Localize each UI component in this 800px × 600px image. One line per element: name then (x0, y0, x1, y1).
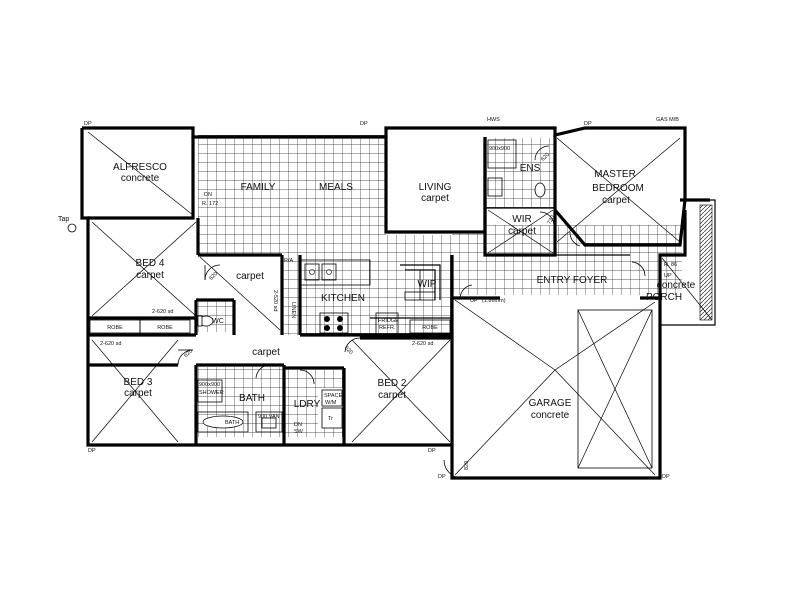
fridge-space (375, 312, 399, 336)
carpeted-room-fills (92, 137, 660, 478)
garage-fill (452, 298, 660, 478)
hall-upper-finish: carpet (236, 271, 264, 282)
step-label: (1.86mm) (482, 298, 506, 304)
bed2-label: BED 2 (378, 378, 407, 389)
kitchen-label: KITCHEN (321, 293, 365, 304)
robe-shelves (89, 319, 451, 334)
dp-label-5: DP (438, 474, 446, 480)
cooktop (319, 312, 349, 334)
door-620-ens: 620 (540, 152, 551, 163)
vanity-label: 900 VAN (258, 414, 280, 420)
door-620-bed2: 620 (343, 345, 354, 356)
door-720-wir: 720 (547, 215, 557, 226)
garage-car-outline (577, 309, 653, 469)
ldry-label: LDRY (294, 399, 321, 410)
ra-label: R/A (284, 258, 294, 264)
up-porch-label: UP (664, 273, 672, 279)
ensuite-fixtures (487, 139, 546, 198)
hall-lower-finish: carpet (252, 347, 280, 358)
gas-mb-label: GAS M/B (656, 117, 679, 123)
door-620-bed3: 620 (183, 348, 194, 359)
bed3-label: BED 3 (124, 377, 153, 388)
master-finish: carpet (602, 195, 630, 206)
r86-label: R. 86 (664, 262, 677, 268)
door-820-garage: 820 (464, 461, 470, 470)
ens-shower-label: 900x900 (489, 146, 510, 152)
hws-label: HWS (487, 117, 500, 123)
bed4-label: BED 4 (136, 258, 165, 269)
alfresco-label: ALFRESCO (113, 162, 167, 173)
space-wm-label-2: W/M (325, 400, 337, 406)
robe-sd-left: 2-620 sd (152, 309, 173, 315)
wir-label: WIR (512, 214, 531, 225)
pantry-shelves (400, 264, 441, 301)
refr-label: REFR. (379, 325, 396, 331)
tap-marker (67, 223, 77, 233)
robe-label-3: ROBE (422, 325, 438, 331)
porch-structure (661, 204, 713, 321)
master-label: MASTER (594, 169, 636, 180)
wc-toilet (197, 315, 214, 327)
r172-label: R. 172 (202, 201, 218, 207)
tr-label: Tr (328, 416, 333, 422)
bath-label: BATH (239, 393, 265, 404)
tile-kitchen (282, 235, 452, 340)
meals-label: MEALS (319, 182, 353, 193)
tap-label: Tap (58, 216, 69, 223)
dp-label-4: DP (88, 448, 96, 454)
bath-fixture-label: BATH (225, 420, 239, 426)
dp-label-2: DP (360, 121, 368, 127)
robe-sd-bed2: 2-620 sd (412, 341, 433, 347)
linen-label: LINEN (290, 302, 296, 318)
tile-entry (452, 225, 682, 295)
laundry-tub (321, 389, 343, 429)
living-label: LIVING (419, 182, 452, 193)
fridge-label: FRIDGE (378, 318, 399, 324)
robe-label-1: ROBE (107, 325, 123, 331)
hallway-fill (92, 335, 452, 367)
ens-label: ENS (520, 163, 541, 174)
bath-shower (197, 379, 223, 403)
family-label: FAMILY (241, 182, 276, 193)
porch-label: PORCH (646, 292, 682, 303)
shower-size-label: 900x900 (199, 382, 220, 388)
annotations: Tap DP DP DP DP DP DP DP HWS GAS M/B DN … (58, 117, 679, 480)
bed2-finish: carpet (378, 390, 406, 401)
up-entry-label: UP (470, 298, 478, 304)
linen-sd-label: 2-520 sd (272, 290, 278, 311)
entry-label: ENTRY FOYER (537, 275, 608, 286)
porch-finish: concrete (657, 280, 696, 291)
door-swings (177, 145, 646, 479)
bed4-finish: carpet (136, 270, 164, 281)
living-finish: carpet (421, 193, 449, 204)
garage-finish: concrete (531, 410, 570, 421)
robe-sd-bed3: 2-620 sd (100, 341, 121, 347)
wc-label: WC (212, 318, 224, 325)
garage-label: GARAGE (529, 398, 572, 409)
master-label-2: BEDROOM (592, 183, 644, 194)
diagonal-guides (87, 131, 681, 476)
bath-vanity (255, 411, 283, 433)
space-wm-label: SPACE (324, 393, 343, 399)
wir-finish: carpet (508, 226, 536, 237)
bath-tub (197, 411, 249, 433)
dp-label-1: DP (84, 121, 92, 127)
shower-label: SHOWER (199, 390, 224, 396)
room-labels: ALFRESCO concrete FAMILY MEALS LIVING ca… (113, 162, 696, 421)
living-room-fill (387, 137, 485, 232)
sw-label: SW (294, 429, 304, 435)
dp-label-7: DP (428, 448, 436, 454)
dn-family-label: DN (204, 192, 212, 198)
robe-label-2: ROBE (157, 325, 173, 331)
dp-label-3: DP (584, 121, 592, 127)
door-620-bed4: 620 (208, 271, 219, 282)
wip-label: WIP (418, 279, 437, 290)
dn-ldry-label: DN (294, 422, 302, 428)
dp-label-6: DP (662, 474, 670, 480)
alfresco-finish: concrete (121, 173, 160, 184)
bed3-finish: carpet (124, 388, 152, 399)
kitchen-sink (299, 259, 371, 286)
